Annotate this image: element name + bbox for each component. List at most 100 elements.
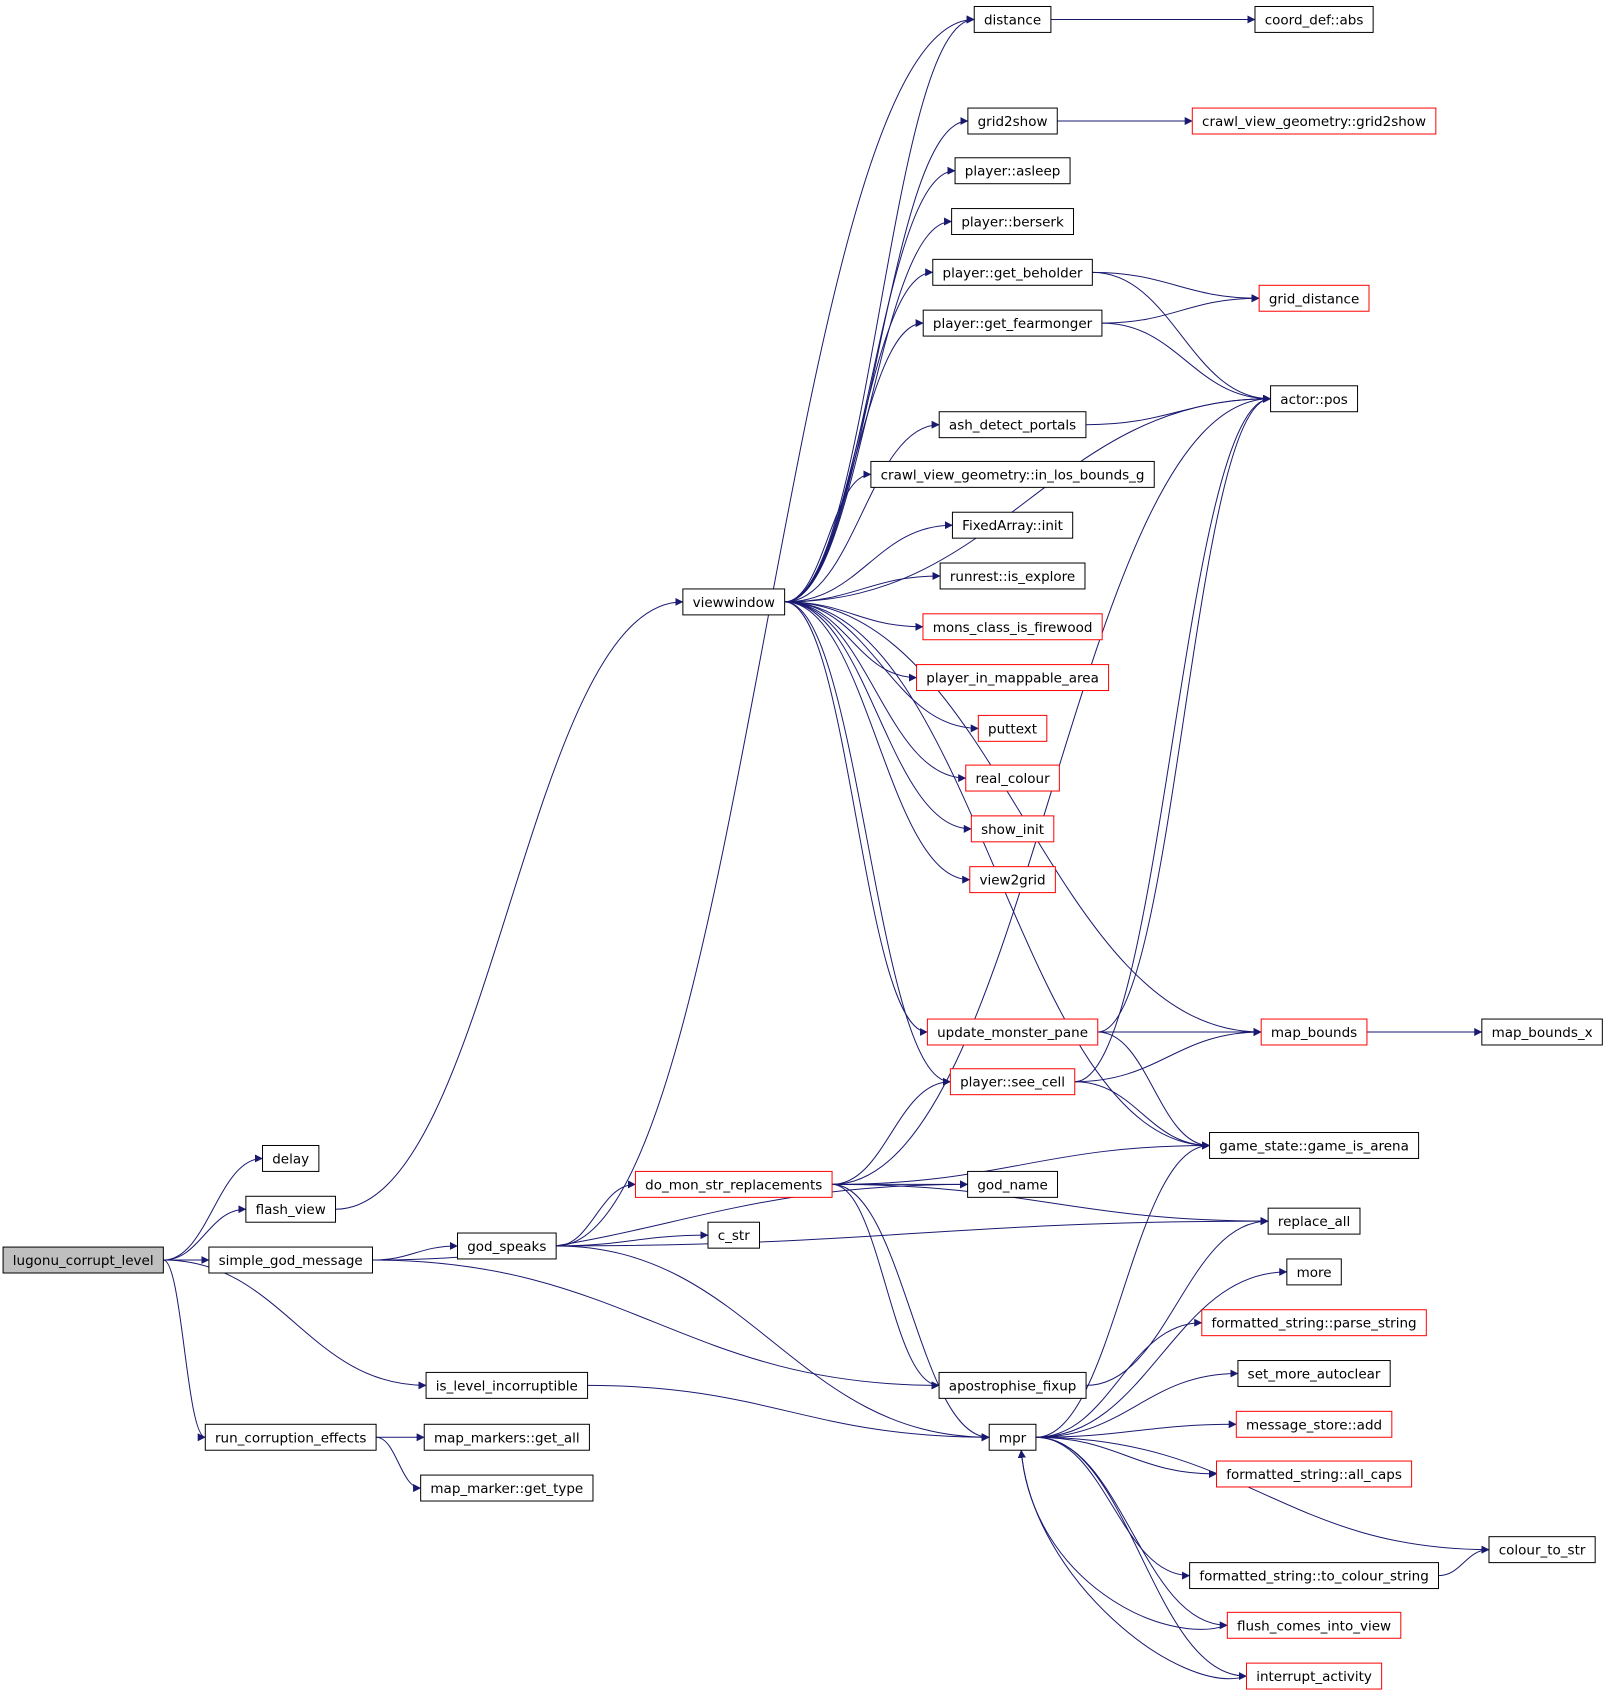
node-player-get-fearmonger[interactable]: player::get_fearmonger — [922, 309, 1103, 337]
node-fixedarray-init[interactable]: FixedArray::init — [951, 511, 1074, 539]
node-box — [967, 107, 1058, 135]
node-box — [1191, 107, 1437, 135]
node-label: c_str — [718, 1228, 750, 1244]
call-edge-viewwindow-to-distance — [784, 15, 975, 603]
node-more[interactable]: more — [1286, 1258, 1342, 1286]
node-box — [1258, 284, 1370, 312]
node-in-los-bounds-g[interactable]: crawl_view_geometry::in_los_bounds_g — [870, 460, 1155, 488]
node-to-colour-string[interactable]: formatted_string::to_colour_string — [1189, 1562, 1440, 1590]
node-player-in-mappable-area[interactable]: player_in_mappable_area — [916, 664, 1110, 692]
node-label: game_state::game_is_arena — [1219, 1138, 1409, 1154]
node-box — [951, 208, 1075, 235]
node-runrest-is-explore[interactable]: runrest::is_explore — [939, 562, 1086, 590]
node-viewwindow[interactable]: viewwindow — [682, 588, 786, 616]
node-game-is-arena[interactable]: game_state::game_is_arena — [1209, 1132, 1420, 1159]
node-is-level-incorruptible[interactable]: is_level_incorruptible — [425, 1371, 589, 1399]
call-edge-mpr-to-message_store_add — [1035, 1420, 1237, 1438]
call-edge-viewwindow-to-view2grid — [784, 601, 971, 884]
node-colour-to-str[interactable]: colour_to_str — [1488, 1536, 1596, 1564]
call-edge-god_speaks-to-distance — [556, 15, 975, 1247]
call-edge-player_get_fearmonger-to-grid_distance — [1101, 294, 1260, 324]
node-label: viewwindow — [693, 595, 775, 611]
node-box — [1189, 1562, 1440, 1590]
node-delay[interactable]: delay — [262, 1144, 320, 1172]
node-label: mons_class_is_firewood — [933, 620, 1093, 636]
node-all-caps[interactable]: formatted_string::all_caps — [1216, 1460, 1413, 1488]
node-distance[interactable]: distance — [973, 5, 1052, 33]
node-player-see-cell[interactable]: player::see_cell — [949, 1068, 1076, 1096]
node-map-markers-get-all[interactable]: map_markers::get_all — [423, 1423, 590, 1451]
node-show-init[interactable]: show_init — [970, 815, 1055, 843]
node-box — [870, 460, 1155, 488]
node-cvg-grid2show[interactable]: crawl_view_geometry::grid2show — [1191, 107, 1437, 135]
node-label: simple_god_message — [219, 1253, 363, 1269]
call-edge-update_monster_pane-to-actor_pos — [1097, 394, 1271, 1033]
node-c-str[interactable]: c_str — [707, 1221, 761, 1249]
node-player-berserk[interactable]: player::berserk — [951, 208, 1075, 235]
node-coord-def-abs[interactable]: coord_def::abs — [1254, 5, 1374, 33]
node-actor-pos[interactable]: actor::pos — [1270, 385, 1359, 413]
call-edge-update_monster_pane-to-game_is_arena — [1097, 1031, 1210, 1150]
call-edge-to_colour_string-to-colour_to_str — [1438, 1545, 1490, 1577]
node-run-corruption-effects[interactable]: run_corruption_effects — [204, 1423, 377, 1451]
call-edge-mpr-to-more — [1035, 1267, 1288, 1438]
node-player-asleep[interactable]: player::asleep — [954, 157, 1071, 185]
node-message-store-add[interactable]: message_store::add — [1235, 1410, 1393, 1438]
node-label: message_store::add — [1246, 1417, 1382, 1433]
node-box — [1226, 1611, 1402, 1639]
node-flush-comes-into-view[interactable]: flush_comes_into_view — [1226, 1611, 1402, 1639]
node-lugonu-corrupt-level[interactable]: lugonu_corrupt_level — [2, 1246, 164, 1274]
call-edge-lugonu_corrupt_level-to-is_level_incorruptible — [163, 1259, 427, 1390]
node-label: player::asleep — [965, 164, 1061, 180]
node-player-get-beholder[interactable]: player::get_beholder — [932, 258, 1093, 286]
node-mons-class-is-firewood[interactable]: mons_class_is_firewood — [922, 613, 1103, 641]
node-update-monster-pane[interactable]: update_monster_pane — [926, 1018, 1099, 1046]
node-apostrophise-fixup[interactable]: apostrophise_fixup — [938, 1371, 1087, 1399]
node-box — [208, 1246, 373, 1274]
call-edge-viewwindow-to-show_init — [784, 601, 972, 833]
call-edge-viewwindow-to-fixedarray_init — [784, 521, 953, 603]
node-view2grid[interactable]: view2grid — [969, 866, 1056, 894]
node-map-marker-get-type[interactable]: map_marker::get_type — [420, 1474, 594, 1502]
node-label: formatted_string::to_colour_string — [1199, 1569, 1428, 1585]
node-god-speaks[interactable]: god_speaks — [457, 1232, 557, 1260]
node-ash-detect-portals[interactable]: ash_detect_portals — [938, 411, 1087, 439]
call-edge-mpr-to-to_colour_string — [1035, 1436, 1191, 1580]
node-mpr[interactable]: mpr — [988, 1423, 1037, 1451]
node-label: lugonu_corrupt_level — [13, 1253, 154, 1269]
node-box — [204, 1423, 377, 1451]
node-interrupt-activity[interactable]: interrupt_activity — [1245, 1662, 1383, 1690]
node-grid2show[interactable]: grid2show — [967, 107, 1058, 135]
node-flash-view[interactable]: flash_view — [245, 1195, 337, 1223]
node-do-mon-str-replacements[interactable]: do_mon_str_replacements — [634, 1170, 833, 1198]
node-box — [938, 1371, 1087, 1399]
node-label: colour_to_str — [1499, 1543, 1586, 1559]
node-simple-god-message[interactable]: simple_god_message — [208, 1246, 373, 1274]
node-box — [938, 411, 1087, 439]
node-real-colour[interactable]: real_colour — [965, 764, 1060, 792]
call-edge-simple_god_message-to-apostrophise_fixup — [372, 1259, 940, 1390]
node-box — [2, 1246, 164, 1274]
call-edge-god_speaks-to-do_mon_str_replacements — [556, 1180, 636, 1247]
call-edge-mpr-to-colour_to_str — [1035, 1436, 1490, 1554]
node-label: set_more_autoclear — [1248, 1367, 1381, 1383]
node-label: ash_detect_portals — [949, 418, 1076, 434]
node-map-bounds-x[interactable]: map_bounds_x — [1481, 1018, 1603, 1046]
node-parse-string[interactable]: formatted_string::parse_string — [1201, 1309, 1427, 1337]
node-grid-distance[interactable]: grid_distance — [1258, 284, 1370, 312]
node-label: replace_all — [1278, 1214, 1350, 1230]
call-edge-interrupt_activity-to-mpr — [1017, 1449, 1247, 1680]
node-set-more-autoclear[interactable]: set_more_autoclear — [1237, 1360, 1391, 1387]
node-map-bounds[interactable]: map_bounds — [1260, 1018, 1368, 1046]
node-puttext[interactable]: puttext — [977, 714, 1048, 742]
call-edge-player_see_cell-to-actor_pos — [1074, 394, 1271, 1083]
call-edge-mpr-to-flush_comes_into_view — [1035, 1436, 1228, 1630]
node-god-name[interactable]: god_name — [967, 1170, 1059, 1198]
call-edge-viewwindow-to-in_los_bounds_g — [784, 470, 872, 603]
call-edge-viewwindow-to-grid2show — [784, 117, 969, 603]
node-box — [420, 1474, 594, 1502]
call-edge-do_mon_str_replacements-to-player_see_cell — [832, 1077, 951, 1185]
node-replace-all[interactable]: replace_all — [1267, 1207, 1361, 1235]
node-label: coord_def::abs — [1265, 12, 1364, 28]
